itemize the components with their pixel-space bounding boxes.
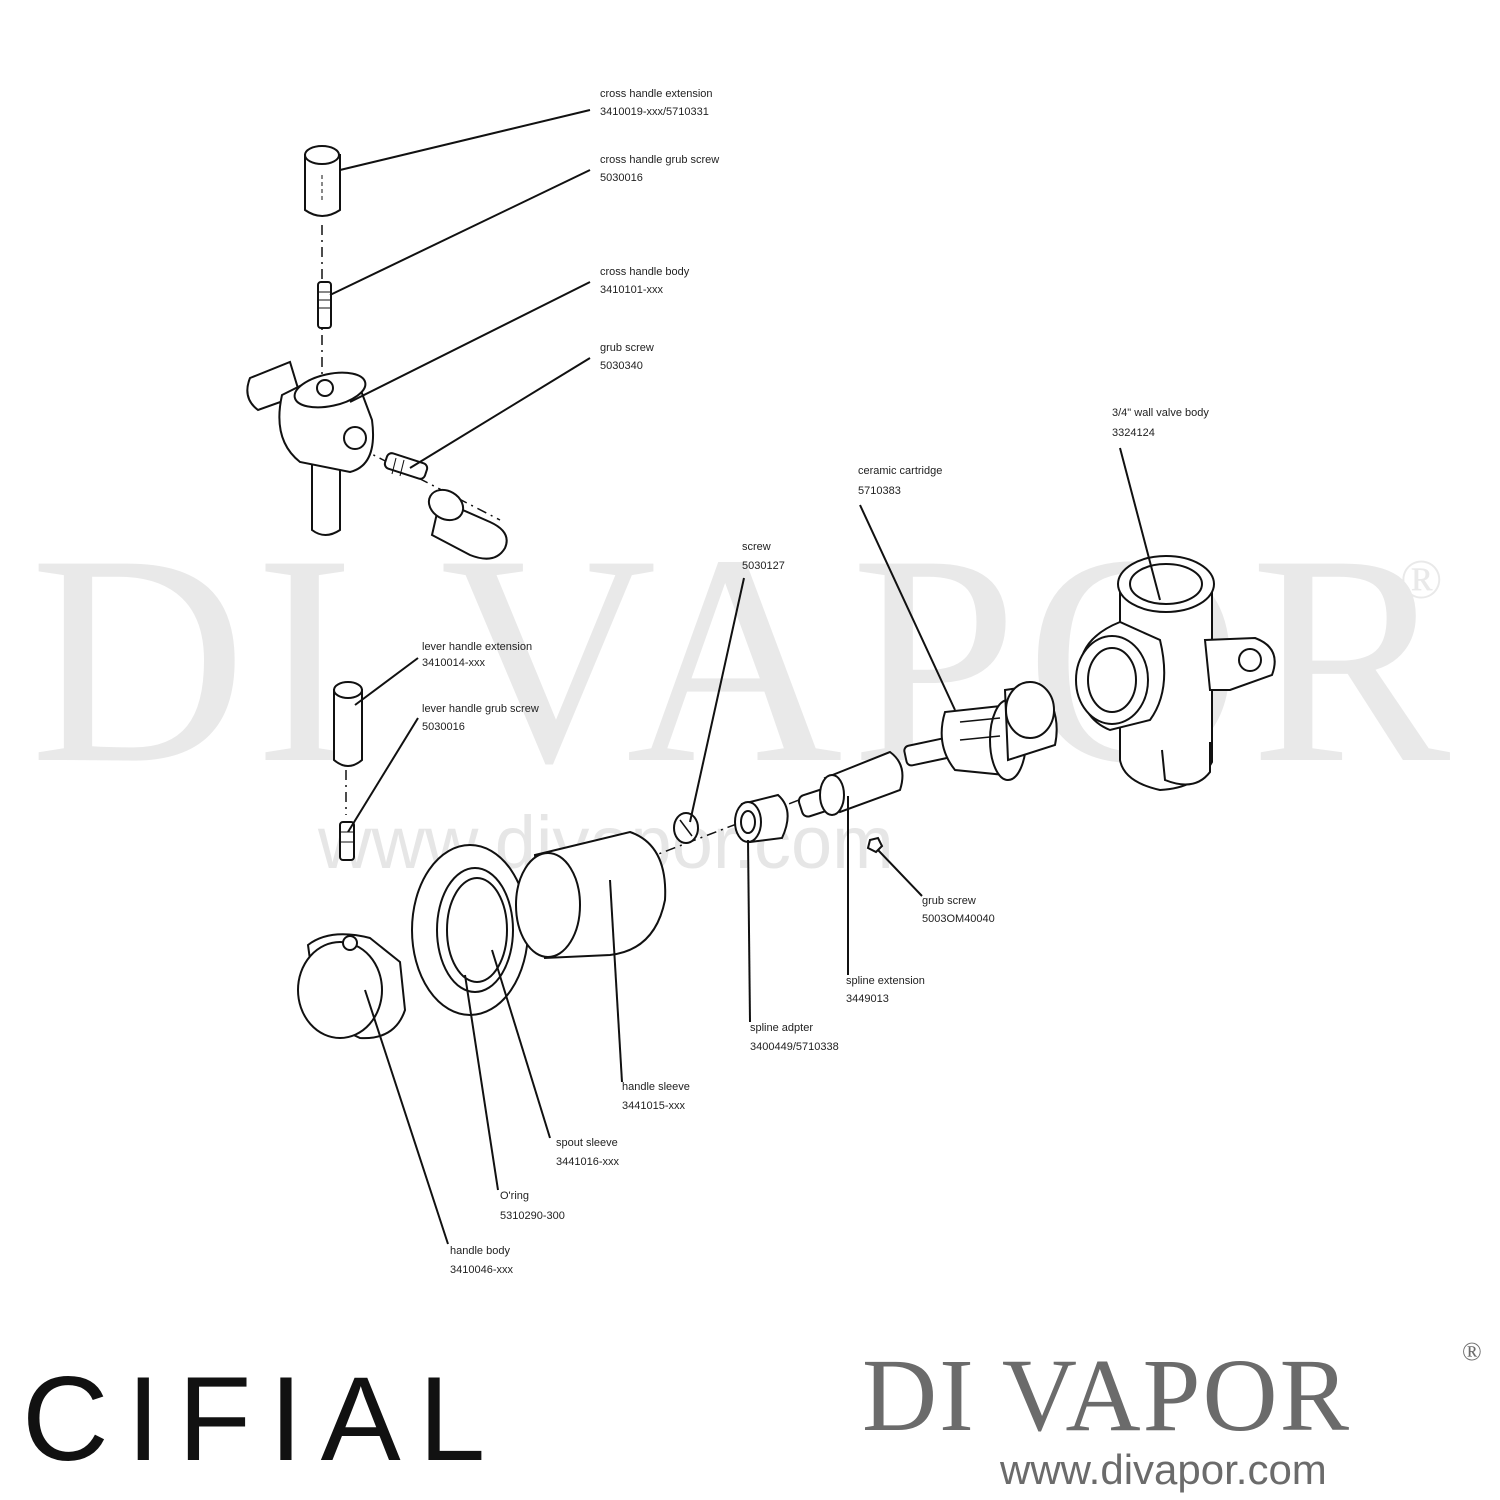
- part-name: cross handle extension: [600, 88, 713, 100]
- part-name: spline adpter: [750, 1022, 813, 1034]
- part-name: grub screw: [600, 342, 654, 354]
- spline-extension-part: [797, 750, 904, 818]
- part-name: screw: [742, 541, 771, 553]
- part-code: 5030127: [742, 560, 785, 572]
- part-name: lever handle grub screw: [422, 703, 539, 715]
- label-grub-screw-2: grub screw 5003OM40040: [922, 895, 995, 925]
- cifial-logo: CIFIAL: [22, 1352, 503, 1486]
- part-code: 3400449/5710338: [750, 1041, 839, 1053]
- divapor-logo: DI VAPOR ® www.divapor.com: [862, 1337, 1482, 1493]
- cross-handle-side-axis: [359, 447, 501, 521]
- part-code: 5710383: [858, 485, 901, 497]
- part-name: grub screw: [922, 895, 976, 907]
- part-code: 5003OM40040: [922, 913, 995, 925]
- part-name: spout sleeve: [556, 1137, 618, 1149]
- part-code: 3410101-xxx: [600, 284, 663, 296]
- leader-lines: [329, 109, 1161, 1245]
- handle-body-part: [297, 933, 407, 1040]
- part-name: O'ring: [500, 1190, 529, 1202]
- wall-valve-body-part: [1075, 555, 1276, 792]
- cross-handle-extension-part: [304, 145, 341, 217]
- part-name: spline extension: [846, 975, 925, 987]
- ceramic-cartridge-part: [903, 681, 1058, 781]
- part-code: 3449013: [846, 993, 889, 1005]
- label-spline-adapter: spline adpter 3400449/5710338: [750, 1022, 839, 1053]
- label-handle-body: handle body 3410046-xxx: [450, 1245, 513, 1276]
- label-cross-handle-extension: cross handle extension 3410019-xxx/57103…: [600, 88, 713, 118]
- part-name: cross handle grub screw: [600, 154, 719, 166]
- part-code: 5030340: [600, 360, 643, 372]
- part-code: 3441015-xxx: [622, 1100, 685, 1112]
- part-name: 3/4" wall valve body: [1112, 407, 1209, 419]
- label-cross-handle-grub-screw: cross handle grub screw 5030016: [600, 154, 719, 184]
- label-screw: screw 5030127: [742, 541, 785, 572]
- watermark-registered-mark: ®: [1400, 549, 1443, 611]
- divapor-logo-text: DI VAPOR: [862, 1338, 1351, 1453]
- part-name: handle sleeve: [622, 1081, 690, 1093]
- cross-handle-sleeve-part: [427, 488, 508, 560]
- part-name: cross handle body: [600, 266, 690, 278]
- lever-handle-extension-part: [333, 681, 363, 767]
- label-cross-handle-body: cross handle body 3410101-xxx: [600, 266, 690, 296]
- part-code: 3410046-xxx: [450, 1264, 513, 1276]
- part-code: 5030016: [422, 721, 465, 733]
- cross-handle-assembly: [246, 145, 508, 560]
- label-spout-sleeve: spout sleeve 3441016-xxx: [556, 1137, 619, 1168]
- label-wall-valve-body: 3/4" wall valve body 3324124: [1112, 407, 1209, 439]
- divapor-registered-mark: ®: [1462, 1337, 1482, 1366]
- grub-screw-part: [383, 452, 429, 480]
- part-code: 3441016-xxx: [556, 1156, 619, 1168]
- part-labels: cross handle extension 3410019-xxx/57103…: [422, 88, 1209, 1276]
- label-lever-handle-grub-screw: lever handle grub screw 5030016: [422, 703, 539, 733]
- label-handle-sleeve: handle sleeve 3441015-xxx: [622, 1081, 690, 1112]
- cross-handle-grub-screw-part: [317, 281, 332, 329]
- part-name: lever handle extension: [422, 641, 532, 653]
- handle-sleeve-part: [515, 830, 667, 960]
- cross-handle-body-part: [246, 360, 374, 536]
- part-name: handle body: [450, 1245, 510, 1257]
- label-ceramic-cartridge: ceramic cartridge 5710383: [858, 465, 942, 497]
- label-grub-screw: grub screw 5030340: [600, 342, 654, 372]
- cifial-logo-text: CIFIAL: [22, 1352, 503, 1486]
- spline-adapter-part: [734, 793, 789, 844]
- screw-part: [673, 812, 699, 844]
- part-code: 3324124: [1112, 427, 1155, 439]
- flange-part: [411, 844, 529, 1016]
- divapor-url: www.divapor.com: [999, 1446, 1327, 1493]
- label-lever-handle-extension: lever handle extension 3410014-xxx: [422, 641, 532, 669]
- part-code: 3410019-xxx/5710331: [600, 106, 709, 118]
- part-code: 3410014-xxx: [422, 657, 485, 669]
- small-grub-screw-part: [866, 836, 884, 854]
- label-spline-extension: spline extension 3449013: [846, 975, 925, 1005]
- part-code: 5030016: [600, 172, 643, 184]
- label-o-ring: O'ring 5310290-300: [500, 1190, 565, 1222]
- part-code: 5310290-300: [500, 1210, 565, 1222]
- part-name: ceramic cartridge: [858, 465, 942, 477]
- lever-handle-grub-screw-part: [339, 821, 355, 861]
